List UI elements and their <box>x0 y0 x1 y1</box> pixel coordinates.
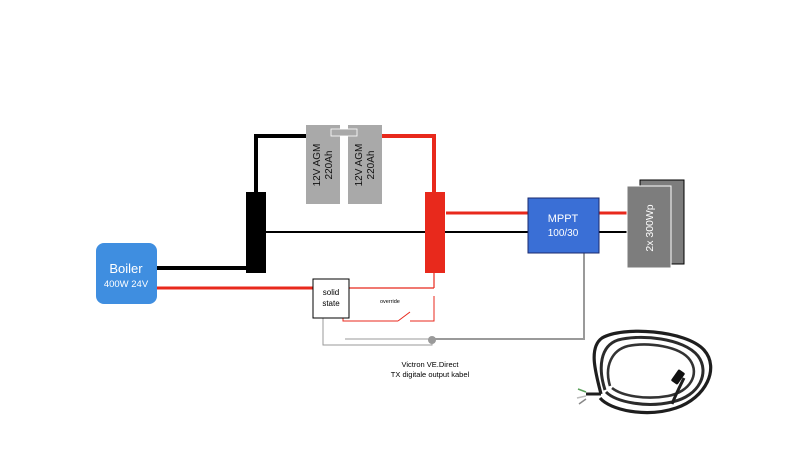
mppt-title: MPPT <box>548 213 579 225</box>
cable-caption-2: TX digitale output kabel <box>391 370 470 379</box>
cable-lead-white <box>576 395 587 399</box>
cable-lead-grey <box>578 398 587 405</box>
solar-panel-label: 2x 300Wp <box>644 204 656 251</box>
mppt-controller: MPPT 100/30 <box>527 197 600 254</box>
cable-lead-green <box>577 388 587 393</box>
cable-caption-1: Victron VE.Direct <box>402 360 460 369</box>
battery-positive-wire <box>380 134 436 194</box>
boiler-box <box>96 243 157 304</box>
battery-bank: 12V AGM 220Ah 12V AGM 220Ah <box>306 125 382 204</box>
solid-state-ground-wire <box>322 318 433 346</box>
override-wire-left <box>342 318 398 322</box>
solid-state-box <box>312 278 350 319</box>
battery-negative-wire <box>254 134 310 195</box>
cable-tail <box>670 377 686 405</box>
override-switch-blade <box>397 311 411 322</box>
negative-busbar <box>246 192 266 273</box>
mppt-model: 100/30 <box>548 228 579 239</box>
cable-connector <box>671 369 685 385</box>
solid-state-label-1: solid <box>323 288 339 297</box>
signal-wires <box>322 253 585 346</box>
override-wire-right <box>410 296 435 322</box>
battery-1-capacity: 220Ah <box>324 151 335 180</box>
boiler-title: Boiler <box>109 261 143 276</box>
solid-state-relay: solid state <box>312 278 350 319</box>
battery-1-type: 12V AGM <box>312 144 323 187</box>
cable-coil-inner <box>606 343 696 399</box>
cable-coil-outer <box>592 329 713 415</box>
positive-busbar <box>425 192 445 273</box>
mppt-box <box>527 197 600 254</box>
ve-direct-junction-dot <box>428 336 436 344</box>
cable-coil-middle <box>599 335 705 406</box>
override-label: override <box>380 299 400 305</box>
solar-panels: 2x 300Wp <box>626 179 685 269</box>
positive-wires <box>157 134 627 322</box>
boiler-spec: 400W 24V <box>104 279 149 290</box>
boiler: Boiler 400W 24V <box>96 243 157 304</box>
battery-link <box>330 128 358 137</box>
ve-direct-wire <box>432 253 585 340</box>
solar-panel-front <box>626 185 672 269</box>
negative-wires <box>157 134 310 270</box>
solid-state-label-2: state <box>322 299 340 308</box>
battery-2 <box>348 125 382 204</box>
ve-direct-cable-image <box>576 329 713 415</box>
battery-1 <box>306 125 340 204</box>
battery-2-type: 12V AGM <box>354 144 365 187</box>
battery-2-capacity: 220Ah <box>366 151 377 180</box>
